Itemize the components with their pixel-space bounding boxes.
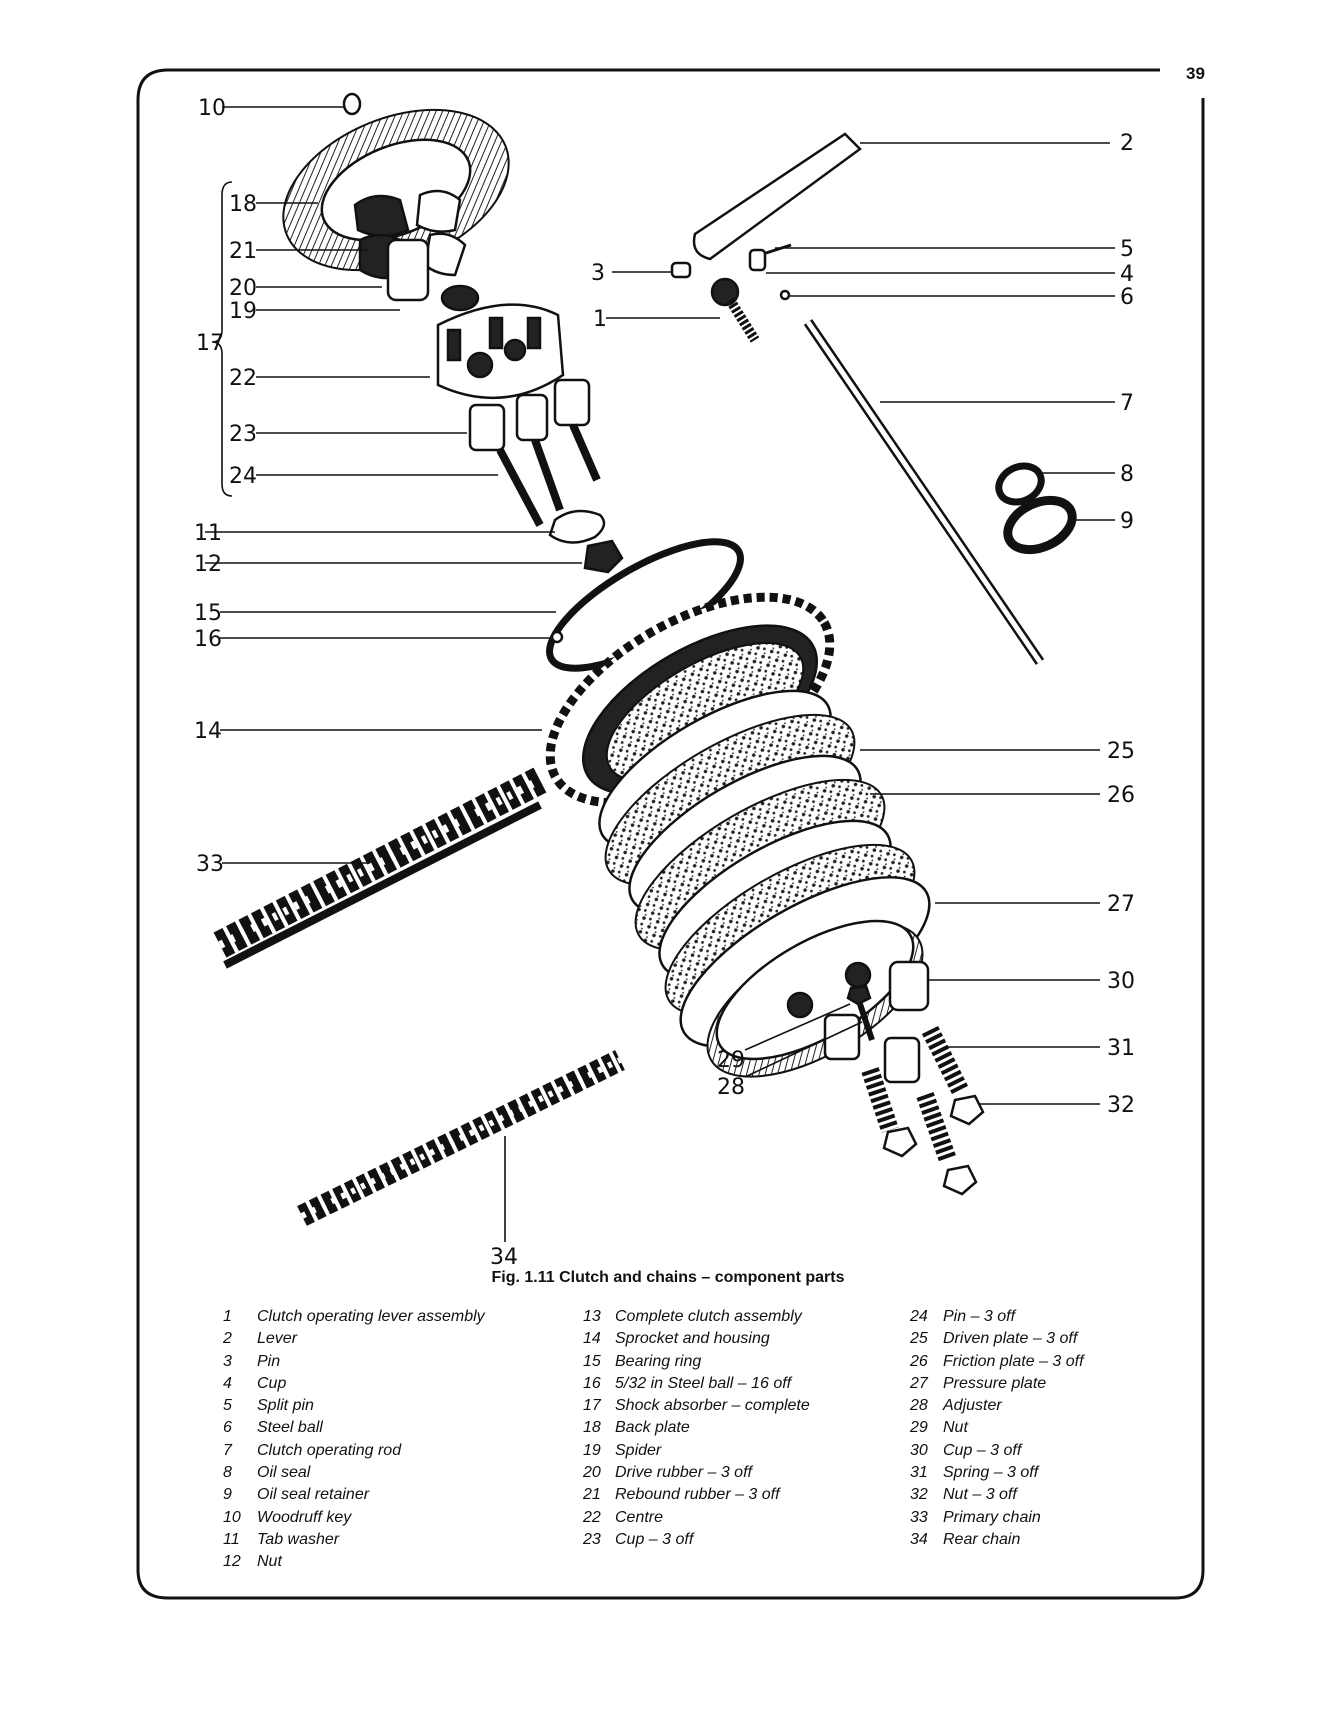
callout-23: 23 <box>229 422 257 447</box>
callout-16: 16 <box>194 627 222 652</box>
callout-6: 6 <box>1120 285 1134 310</box>
callout-25: 25 <box>1107 739 1135 764</box>
callout-10: 10 <box>198 96 226 121</box>
callout-17: 17 <box>196 331 224 356</box>
page-number: 39 <box>1186 64 1205 83</box>
callout-29: 29 <box>717 1048 745 1073</box>
primary-chain <box>213 767 547 969</box>
callout-2: 2 <box>1120 131 1134 156</box>
centre-cups-and-pins <box>468 378 601 527</box>
callout-3: 3 <box>591 261 605 286</box>
oil-seal <box>995 462 1045 506</box>
callout-18: 18 <box>229 192 257 217</box>
callout-24: 24 <box>229 464 257 489</box>
figure-caption: Fig. 1.11 Clutch and chains – component … <box>491 1269 845 1286</box>
clutch-springs <box>861 1025 985 1196</box>
callout-labels: 10 2 18 5 21 3 4 20 6 19 1 17 22 7 23 8 … <box>194 96 1135 1270</box>
callout-12: 12 <box>194 552 222 577</box>
split-pin <box>765 243 792 255</box>
pressure-plate <box>706 919 924 1078</box>
operating-lever-assembly <box>710 277 760 343</box>
spider-and-rubbers <box>353 189 480 312</box>
callout-27: 27 <box>1107 892 1135 917</box>
callout-30: 30 <box>1107 969 1135 994</box>
callout-22: 22 <box>229 366 257 391</box>
callout-11: 11 <box>194 521 222 546</box>
oil-seal-retainer <box>1003 495 1077 555</box>
callout-1: 1 <box>593 307 607 332</box>
leader-lines <box>205 106 1115 1242</box>
spring-cups <box>823 960 930 1084</box>
callout-8: 8 <box>1120 462 1134 487</box>
callout-5: 5 <box>1120 237 1134 262</box>
callout-34: 34 <box>490 1245 518 1270</box>
lever-cup <box>748 248 767 272</box>
clutch-plate-stack <box>598 689 931 1048</box>
callout-14: 14 <box>194 719 222 744</box>
tab-washer <box>548 509 606 544</box>
callout-19: 19 <box>229 299 257 324</box>
callout-28: 28 <box>717 1075 745 1100</box>
callout-21: 21 <box>229 239 257 264</box>
callout-15: 15 <box>194 601 222 626</box>
clutch-lever <box>692 132 862 261</box>
woodruff-key <box>342 92 362 116</box>
rear-chain <box>297 1050 625 1226</box>
callout-32: 32 <box>1107 1093 1135 1118</box>
callout-20: 20 <box>229 276 257 301</box>
steel-ball <box>779 289 791 301</box>
clutch-centre <box>436 303 565 400</box>
callout-4: 4 <box>1120 262 1134 287</box>
callout-7: 7 <box>1120 391 1134 416</box>
callout-33: 33 <box>196 852 224 877</box>
clutch-nut <box>583 539 624 574</box>
lever-pin <box>670 261 692 279</box>
callout-26: 26 <box>1107 783 1135 808</box>
steel-ball-small <box>550 630 564 644</box>
callout-31: 31 <box>1107 1036 1135 1061</box>
callout-9: 9 <box>1120 509 1134 534</box>
